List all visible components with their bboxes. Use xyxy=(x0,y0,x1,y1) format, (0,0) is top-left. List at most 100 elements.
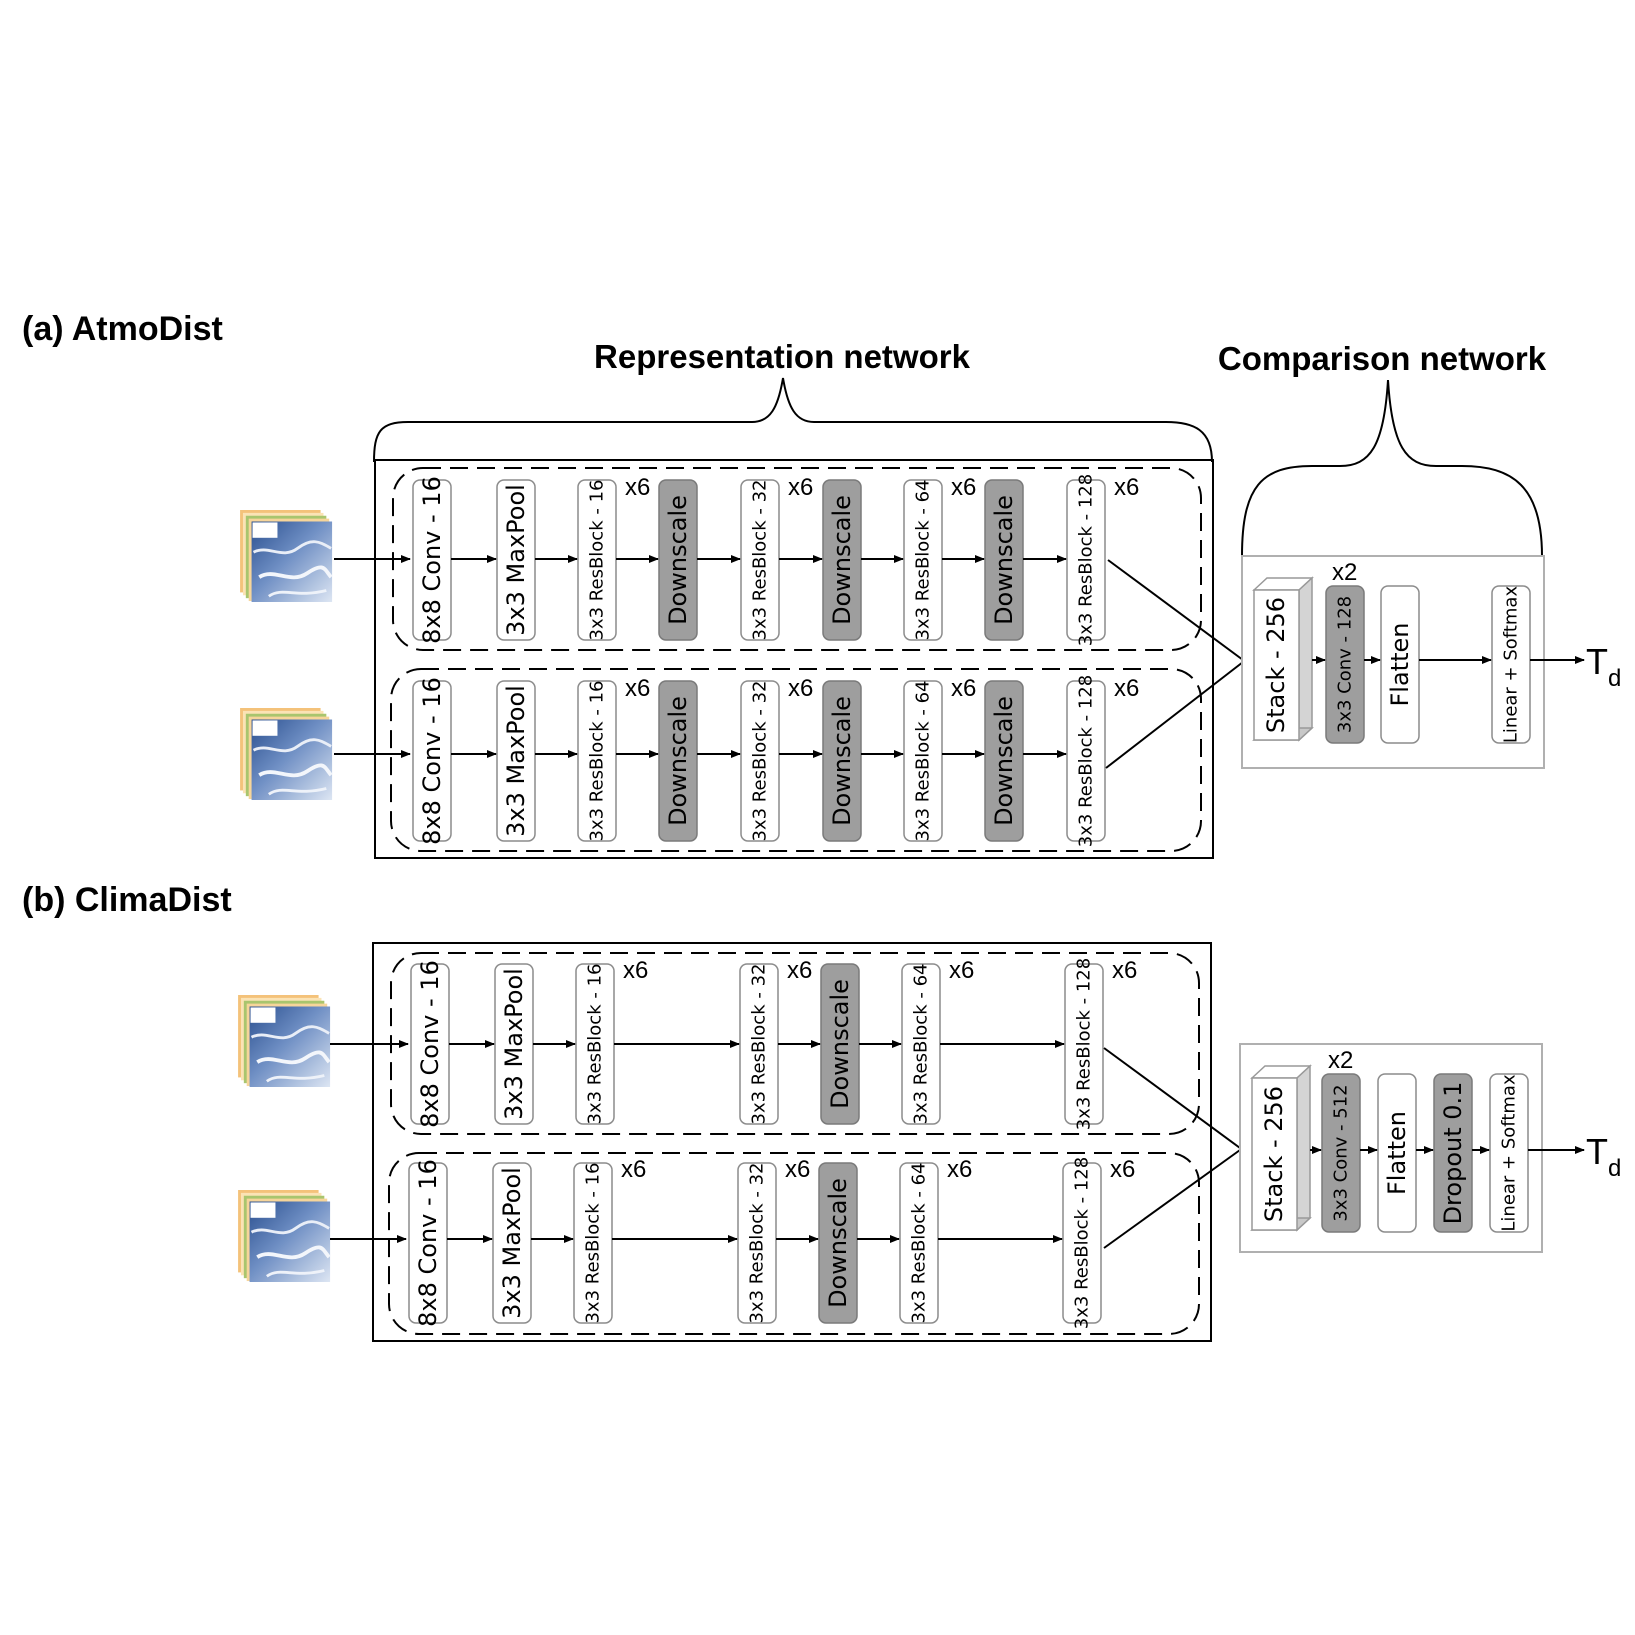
3x3-resblock-128-box xyxy=(1066,479,1106,641)
3x3-resblock-32-block: 3x3 ResBlock - 32 xyxy=(737,1162,777,1324)
dropout-0-1-block: Dropout 0.1 xyxy=(1433,1073,1473,1233)
dropout-0-1-box xyxy=(1433,1073,1473,1233)
3x3-resblock-128-block: 3x3 ResBlock - 128 xyxy=(1066,474,1106,646)
linear-softmax-box xyxy=(1489,1073,1529,1233)
flatten-label: Flatten xyxy=(1386,623,1414,707)
3x3-maxpool-label: 3x3 MaxPool xyxy=(502,685,530,837)
3x3-resblock-32-box xyxy=(740,680,780,842)
branch-dashed-frame xyxy=(388,1152,1200,1335)
weather-map-stack-icon xyxy=(238,1190,333,1282)
3x3-resblock-64-block: 3x3 ResBlock - 64 xyxy=(903,680,943,842)
3x3-conv-512-label: 3x3 Conv - 512 xyxy=(1331,1084,1352,1221)
8x8-conv-16-block: 8x8 Conv - 16 xyxy=(410,960,450,1128)
repeat-label: x6 xyxy=(951,675,976,702)
linear-softmax-block: Linear + Softmax xyxy=(1491,585,1531,744)
repeat-label: x6 xyxy=(625,675,650,702)
merge-arrow xyxy=(1103,1149,1241,1249)
3x3-resblock-16-block: 3x3 ResBlock - 16 xyxy=(577,479,617,641)
3x3-resblock-64-label: 3x3 ResBlock - 64 xyxy=(913,681,934,842)
3x3-resblock-128-box xyxy=(1062,1162,1102,1324)
3x3-resblock-16-box xyxy=(577,680,617,842)
representation-network-label: Representation network xyxy=(594,338,971,375)
8x8-conv-16-block: 8x8 Conv - 16 xyxy=(408,1159,448,1327)
3x3-resblock-64-box xyxy=(899,1162,939,1324)
representation-network-frame-b xyxy=(372,942,1212,1342)
3x3-maxpool-block: 3x3 MaxPool xyxy=(496,680,536,842)
downscale-block: Downscale xyxy=(984,680,1024,842)
linear-softmax-label: Linear + Softmax xyxy=(1499,1074,1520,1232)
3x3-conv-512-block: 3x3 Conv - 512 xyxy=(1321,1073,1361,1233)
downscale-block: Downscale xyxy=(822,479,862,641)
downscale-block: Downscale xyxy=(984,479,1024,641)
conv-repeat-label: x2 xyxy=(1332,559,1357,586)
repeat-label: x6 xyxy=(788,474,813,501)
repeat-label: x6 xyxy=(787,957,812,984)
3x3-resblock-128-block: 3x3 ResBlock - 128 xyxy=(1066,675,1106,847)
representation-brace xyxy=(373,377,1213,463)
output-subscript: d xyxy=(1608,665,1621,692)
8x8-conv-16-box xyxy=(412,680,452,842)
downscale-label: Downscale xyxy=(990,696,1018,826)
3x3-resblock-16-label: 3x3 ResBlock - 16 xyxy=(583,1163,604,1324)
3x3-conv-512-box xyxy=(1321,1073,1361,1233)
downscale-box xyxy=(658,680,698,842)
stack-cuboid-side xyxy=(1296,1064,1311,1232)
stack-256-label: Stack - 256 xyxy=(1262,597,1290,733)
linear-softmax-block: Linear + Softmax xyxy=(1489,1073,1529,1233)
8x8-conv-16-label: 8x8 Conv - 16 xyxy=(416,960,444,1128)
weather-map-stack-icon xyxy=(240,708,335,800)
downscale-label: Downscale xyxy=(664,696,692,826)
linear-softmax-box xyxy=(1491,585,1531,744)
8x8-conv-16-label: 8x8 Conv - 16 xyxy=(418,476,446,644)
3x3-maxpool-block: 3x3 MaxPool xyxy=(494,963,534,1125)
downscale-label: Downscale xyxy=(990,495,1018,625)
3x3-resblock-64-block: 3x3 ResBlock - 64 xyxy=(901,963,941,1125)
repeat-label: x6 xyxy=(951,474,976,501)
downscale-block: Downscale xyxy=(820,963,860,1125)
repeat-label: x6 xyxy=(1110,1156,1135,1183)
3x3-resblock-32-block: 3x3 ResBlock - 32 xyxy=(740,479,780,641)
downscale-label: Downscale xyxy=(828,696,856,826)
conv-repeat-label: x2 xyxy=(1328,1047,1353,1074)
output-subscript: d xyxy=(1608,1155,1621,1182)
3x3-resblock-64-block: 3x3 ResBlock - 64 xyxy=(899,1162,939,1324)
3x3-resblock-128-label: 3x3 ResBlock - 128 xyxy=(1076,675,1097,847)
stack-256-label: Stack - 256 xyxy=(1260,1086,1288,1222)
downscale-block: Downscale xyxy=(822,680,862,842)
repeat-label: x6 xyxy=(1114,474,1139,501)
3x3-resblock-64-box xyxy=(903,680,943,842)
flatten-box xyxy=(1377,1073,1417,1233)
atmodist-branch-1: 8x8 Conv - 16 3x3 MaxPool 3x3 ResBlock - 1… xyxy=(392,467,1202,651)
3x3-resblock-16-label: 3x3 ResBlock - 16 xyxy=(587,681,608,842)
3x3-resblock-16-box xyxy=(573,1162,613,1324)
repeat-label: x6 xyxy=(947,1156,972,1183)
weather-map-stack-icon xyxy=(238,995,333,1087)
downscale-block: Downscale xyxy=(818,1162,858,1324)
downscale-box xyxy=(984,680,1024,842)
downscale-label: Downscale xyxy=(828,495,856,625)
3x3-resblock-16-label: 3x3 ResBlock - 16 xyxy=(587,480,608,641)
downscale-block: Downscale xyxy=(658,680,698,842)
output-main: T xyxy=(1586,641,1608,682)
repeat-label: x6 xyxy=(621,1156,646,1183)
repeat-label: x6 xyxy=(788,675,813,702)
downscale-block: Downscale xyxy=(658,479,698,641)
3x3-resblock-32-block: 3x3 ResBlock - 32 xyxy=(740,680,780,842)
3x3-maxpool-block: 3x3 MaxPool xyxy=(496,479,536,641)
merge-arrow xyxy=(1105,661,1244,769)
3x3-maxpool-label: 3x3 MaxPool xyxy=(498,1167,526,1319)
3x3-resblock-32-label: 3x3 ResBlock - 32 xyxy=(750,681,771,842)
3x3-resblock-128-block: 3x3 ResBlock - 128 xyxy=(1062,1157,1102,1329)
output-main: T xyxy=(1586,1131,1608,1172)
3x3-conv-128-box xyxy=(1325,585,1365,744)
stack-cuboid-front xyxy=(1251,1077,1298,1231)
3x3-resblock-64-label: 3x3 ResBlock - 64 xyxy=(909,1163,930,1324)
3x3-resblock-64-label: 3x3 ResBlock - 64 xyxy=(911,964,932,1125)
downscale-box xyxy=(822,680,862,842)
merge-arrow xyxy=(1107,559,1244,661)
3x3-resblock-64-label: 3x3 ResBlock - 64 xyxy=(913,480,934,641)
3x3-resblock-32-label: 3x3 ResBlock - 32 xyxy=(750,480,771,641)
